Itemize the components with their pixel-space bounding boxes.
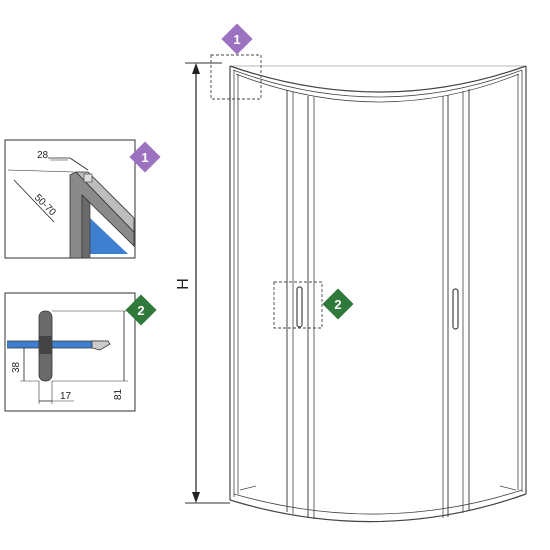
badge-2-main: 2 [322, 288, 354, 320]
detail-1-panel: 28 50-70 [4, 139, 136, 259]
badge-2-detail: 2 [125, 294, 157, 326]
left-door-handle [296, 286, 303, 328]
top-rail [229, 65, 527, 93]
callout-box-1 [210, 54, 262, 100]
svg-text:1: 1 [141, 150, 148, 165]
right-door-profiles [442, 89, 470, 518]
detail-1-glass [90, 218, 128, 254]
detail-1-width-label: 28 [37, 150, 49, 161]
badge-1-main: 1 [221, 23, 253, 55]
right-door-handle [452, 288, 459, 330]
badge-1-detail: 1 [129, 141, 161, 173]
left-wall-profile [229, 66, 239, 500]
detail-2-panel: 81 38 17 [4, 292, 136, 412]
callout-box-2 [273, 281, 323, 329]
detail-2-total-label: 81 [113, 388, 124, 400]
svg-text:2: 2 [137, 303, 144, 318]
svg-text:1: 1 [233, 32, 240, 47]
height-dimension: H [175, 62, 230, 504]
detail-2-width-label: 17 [60, 391, 72, 402]
detail-2-height-label: 38 [11, 361, 22, 373]
height-label: H [175, 278, 192, 290]
bottom-rail [229, 493, 527, 523]
svg-text:2: 2 [334, 297, 341, 312]
enclosure [229, 65, 527, 523]
right-wall-profile [517, 66, 527, 494]
left-door-profiles [286, 90, 315, 519]
